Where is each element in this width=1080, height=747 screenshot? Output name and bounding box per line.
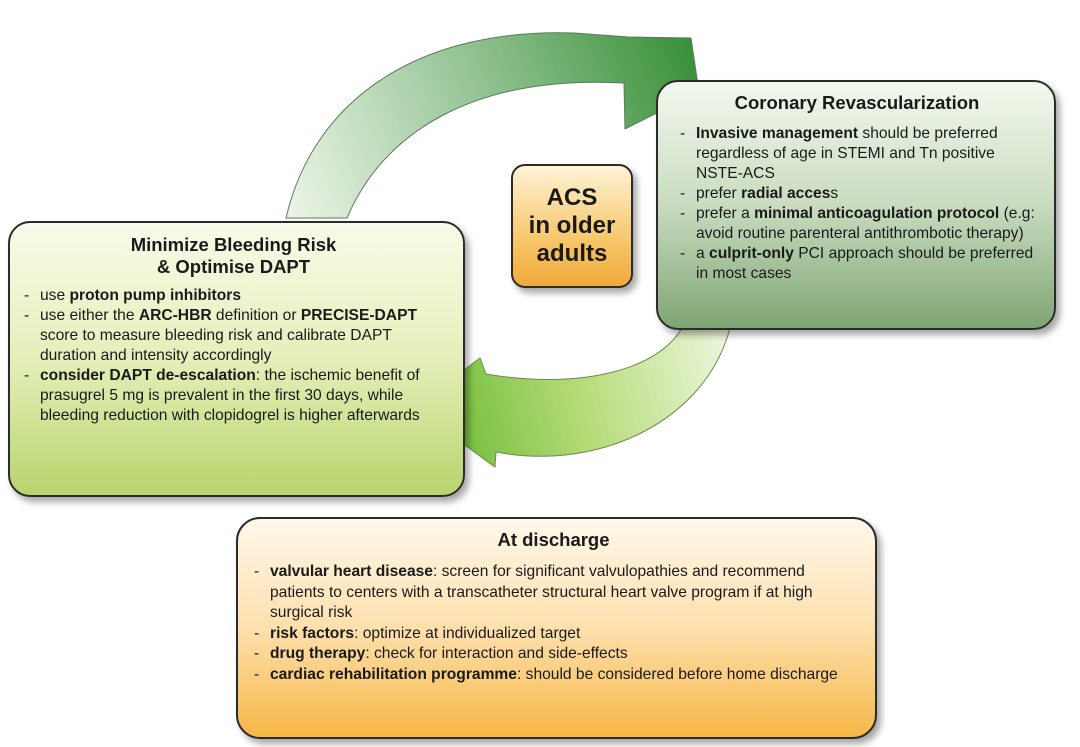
list-item: drug therapy: check for interaction and …: [246, 644, 861, 665]
list-item: cardiac rehabilitation programme: should…: [246, 665, 861, 686]
list-item: a culprit-only PCI approach should be pr…: [672, 244, 1042, 284]
bleeding-title: Minimize Bleeding Risk & Optimise DAPT: [130, 234, 337, 277]
list-item: use either the ARC-HBR definition or PRE…: [16, 306, 451, 366]
arrow-top-to-revascularization: [285, 32, 700, 219]
list-item: use proton pump inhibitors: [16, 286, 451, 306]
list-item: consider DAPT de-escalation: the ischemi…: [16, 366, 451, 426]
list-item: risk factors: optimize at individualized…: [246, 624, 861, 645]
bleeding-list: use proton pump inhibitors use either th…: [16, 286, 451, 426]
acs-title-line: in older: [528, 212, 616, 239]
revascularization-title: Coronary Revascularization: [734, 92, 980, 113]
discharge-title: At discharge: [497, 529, 610, 550]
discharge-list: valvular heart disease: screen for signi…: [246, 562, 861, 685]
list-item: prefer radial access: [672, 184, 1042, 204]
list-item: Invasive management should be preferred …: [672, 124, 1042, 184]
acs-title-line: adults: [536, 240, 608, 267]
list-item: valvular heart disease: screen for signi…: [246, 562, 861, 624]
acs-center-box: ACS in older adults: [511, 164, 633, 288]
revascularization-list: Invasive management should be preferred …: [672, 124, 1042, 284]
at-discharge-box: At discharge valvular heart disease: scr…: [236, 517, 877, 739]
list-item: prefer a minimal anticoagulation protoco…: [672, 204, 1042, 244]
acs-title-line: ACS: [546, 184, 598, 211]
bleeding-risk-box: Minimize Bleeding Risk & Optimise DAPT u…: [8, 221, 465, 497]
coronary-revascularization-box: Coronary Revascularization Invasive mana…: [656, 80, 1056, 330]
